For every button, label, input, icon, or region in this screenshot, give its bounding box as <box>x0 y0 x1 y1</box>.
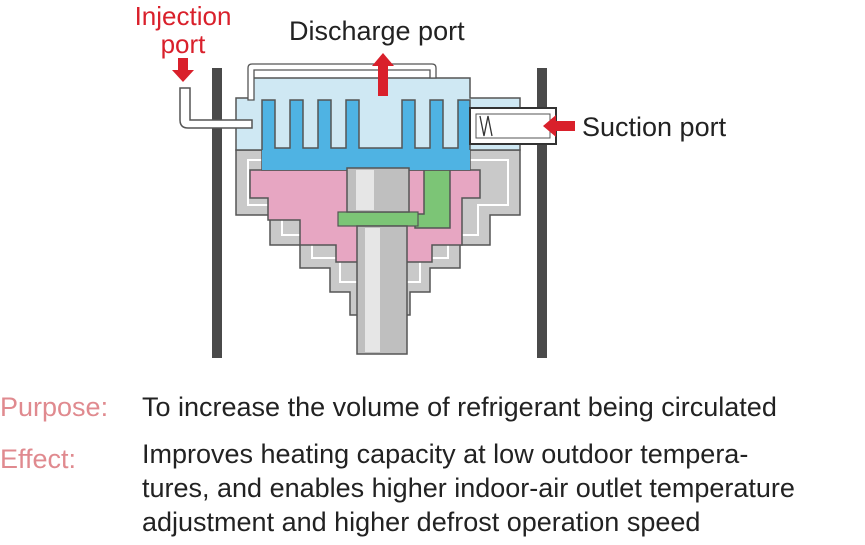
effect-text: Improves heating capacity at low outdoor… <box>142 437 795 539</box>
orbiting-scroll-step <box>262 150 470 170</box>
effect-line: Improves heating capacity at low outdoor… <box>142 439 749 469</box>
suction-check-valve <box>479 115 493 137</box>
injection-port-label-line2: port <box>160 29 206 59</box>
suction-arrow <box>543 115 575 137</box>
effect-line: tures, and enables higher indoor-air out… <box>142 473 795 503</box>
injection-arrow <box>172 58 194 82</box>
green-plate <box>337 211 419 227</box>
injection-port-label: Injection port <box>120 2 246 58</box>
effect-line: adjustment and higher defrost operation … <box>142 507 701 537</box>
shaft-upper-highlight <box>356 170 374 210</box>
injection-pipe <box>179 87 253 129</box>
housing-inner-outline <box>247 159 509 283</box>
shaft-lower-highlight <box>365 228 380 352</box>
purpose-key: Purpose: <box>0 392 109 422</box>
shell-right-wall <box>537 68 547 358</box>
effect-key: Effect: <box>0 444 77 474</box>
purpose-text: To increase the volume of refrigerant be… <box>142 392 777 422</box>
discharge-pipe <box>247 63 437 101</box>
injection-port-label-line1: Injection <box>134 1 232 31</box>
shaft-lower <box>356 225 408 355</box>
shell-left-wall <box>212 68 222 358</box>
discharge-arrow <box>372 53 394 96</box>
discharge-port-label: Discharge port <box>289 16 465 46</box>
suction-port-label: Suction port <box>582 112 727 142</box>
